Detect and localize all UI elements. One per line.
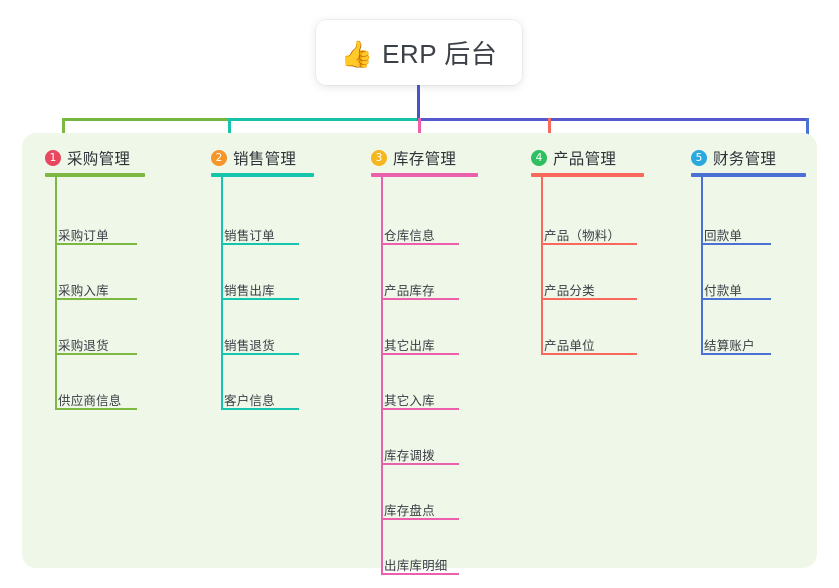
leaf-item-label[interactable]: 采购入库 <box>58 284 109 298</box>
leaf-item-underline <box>381 463 459 465</box>
leaf-item-underline <box>381 408 459 410</box>
branch-header-5[interactable]: 5 财务管理 <box>691 147 776 169</box>
branch-number-badge-5: 5 <box>691 150 707 166</box>
leaf-item-underline <box>701 298 771 300</box>
branch-drop-line-3 <box>418 118 421 143</box>
leaf-item-underline <box>55 408 137 410</box>
trunk-segment-1 <box>62 118 228 121</box>
trunk-segment-3 <box>417 118 808 121</box>
leaf-item-label[interactable]: 客户信息 <box>224 394 275 408</box>
branch-header-3[interactable]: 3 库存管理 <box>371 147 456 169</box>
leaf-item-label[interactable]: 产品分类 <box>544 284 595 298</box>
branch-title-1: 采购管理 <box>67 151 131 168</box>
leaf-item-label[interactable]: 付款单 <box>704 284 743 298</box>
branch-drop-line-1 <box>62 118 65 143</box>
leaf-item-underline <box>55 298 137 300</box>
branches-panel <box>22 133 817 568</box>
branch-number-badge-3: 3 <box>371 150 387 166</box>
branch-drop-line-2 <box>228 118 231 143</box>
leaf-item-label[interactable]: 库存盘点 <box>384 504 435 518</box>
leaf-item-label[interactable]: 库存调拨 <box>384 449 435 463</box>
leaf-item-label[interactable]: 销售出库 <box>224 284 275 298</box>
branch-title-2: 销售管理 <box>233 151 297 168</box>
branch-header-2[interactable]: 2 销售管理 <box>211 147 296 169</box>
root-node-card[interactable]: 👍 ERP 后台 <box>316 20 522 85</box>
leaf-item-label[interactable]: 仓库信息 <box>384 229 435 243</box>
leaf-item-underline <box>55 243 137 245</box>
trunk-segment-2 <box>228 118 418 121</box>
leaf-item-underline <box>701 243 771 245</box>
leaf-item-underline <box>381 298 459 300</box>
branch-spine-5 <box>701 175 703 354</box>
leaf-item-label[interactable]: 销售订单 <box>224 229 275 243</box>
leaf-item-label[interactable]: 回款单 <box>704 229 743 243</box>
leaf-item-underline <box>381 573 459 575</box>
branch-number-badge-2: 2 <box>211 150 227 166</box>
branch-spine-1 <box>55 175 57 409</box>
branch-header-underline-4 <box>531 173 644 177</box>
leaf-item-label[interactable]: 产品（物料） <box>544 229 621 243</box>
branch-header-underline-5 <box>691 173 806 177</box>
branch-header-underline-3 <box>371 173 478 177</box>
leaf-item-underline <box>541 243 637 245</box>
leaf-item-label[interactable]: 其它出库 <box>384 339 435 353</box>
root-node-content: 👍 ERP 后台 <box>341 34 498 71</box>
branch-number-badge-1: 1 <box>45 150 61 166</box>
leaf-item-underline <box>221 243 299 245</box>
leaf-item-label[interactable]: 采购退货 <box>58 339 109 353</box>
leaf-item-underline <box>221 353 299 355</box>
leaf-item-label[interactable]: 其它入库 <box>384 394 435 408</box>
leaf-item-label[interactable]: 供应商信息 <box>58 394 122 408</box>
branch-drop-line-4 <box>548 118 551 143</box>
branch-title-4: 产品管理 <box>553 151 617 168</box>
leaf-item-underline <box>701 353 771 355</box>
leaf-item-label[interactable]: 产品库存 <box>384 284 435 298</box>
branch-drop-line-5 <box>806 118 809 143</box>
branch-title-3: 库存管理 <box>393 151 457 168</box>
leaf-item-label[interactable]: 产品单位 <box>544 339 595 353</box>
branch-title-5: 财务管理 <box>713 151 777 168</box>
branch-header-4[interactable]: 4 产品管理 <box>531 147 616 169</box>
branch-header-1[interactable]: 1 采购管理 <box>45 147 130 169</box>
branch-number-badge-4: 4 <box>531 150 547 166</box>
leaf-item-underline <box>541 353 637 355</box>
branch-header-underline-2 <box>211 173 314 177</box>
branch-spine-3 <box>381 175 383 574</box>
thumbs-up-icon: 👍 <box>340 38 374 69</box>
leaf-item-underline <box>381 243 459 245</box>
leaf-item-underline <box>541 298 637 300</box>
leaf-item-underline <box>55 353 137 355</box>
leaf-item-label[interactable]: 结算账户 <box>704 339 755 353</box>
branch-spine-4 <box>541 175 543 354</box>
branch-header-underline-1 <box>45 173 145 177</box>
branch-spine-2 <box>221 175 223 409</box>
leaf-item-underline <box>381 353 459 355</box>
root-stem-line <box>417 85 420 121</box>
leaf-item-underline <box>381 518 459 520</box>
leaf-item-label[interactable]: 出库库明细 <box>384 559 448 573</box>
leaf-item-underline <box>221 298 299 300</box>
root-node-label: ERP 后台 <box>382 39 498 69</box>
leaf-item-underline <box>221 408 299 410</box>
leaf-item-label[interactable]: 采购订单 <box>58 229 109 243</box>
leaf-item-label[interactable]: 销售退货 <box>224 339 275 353</box>
